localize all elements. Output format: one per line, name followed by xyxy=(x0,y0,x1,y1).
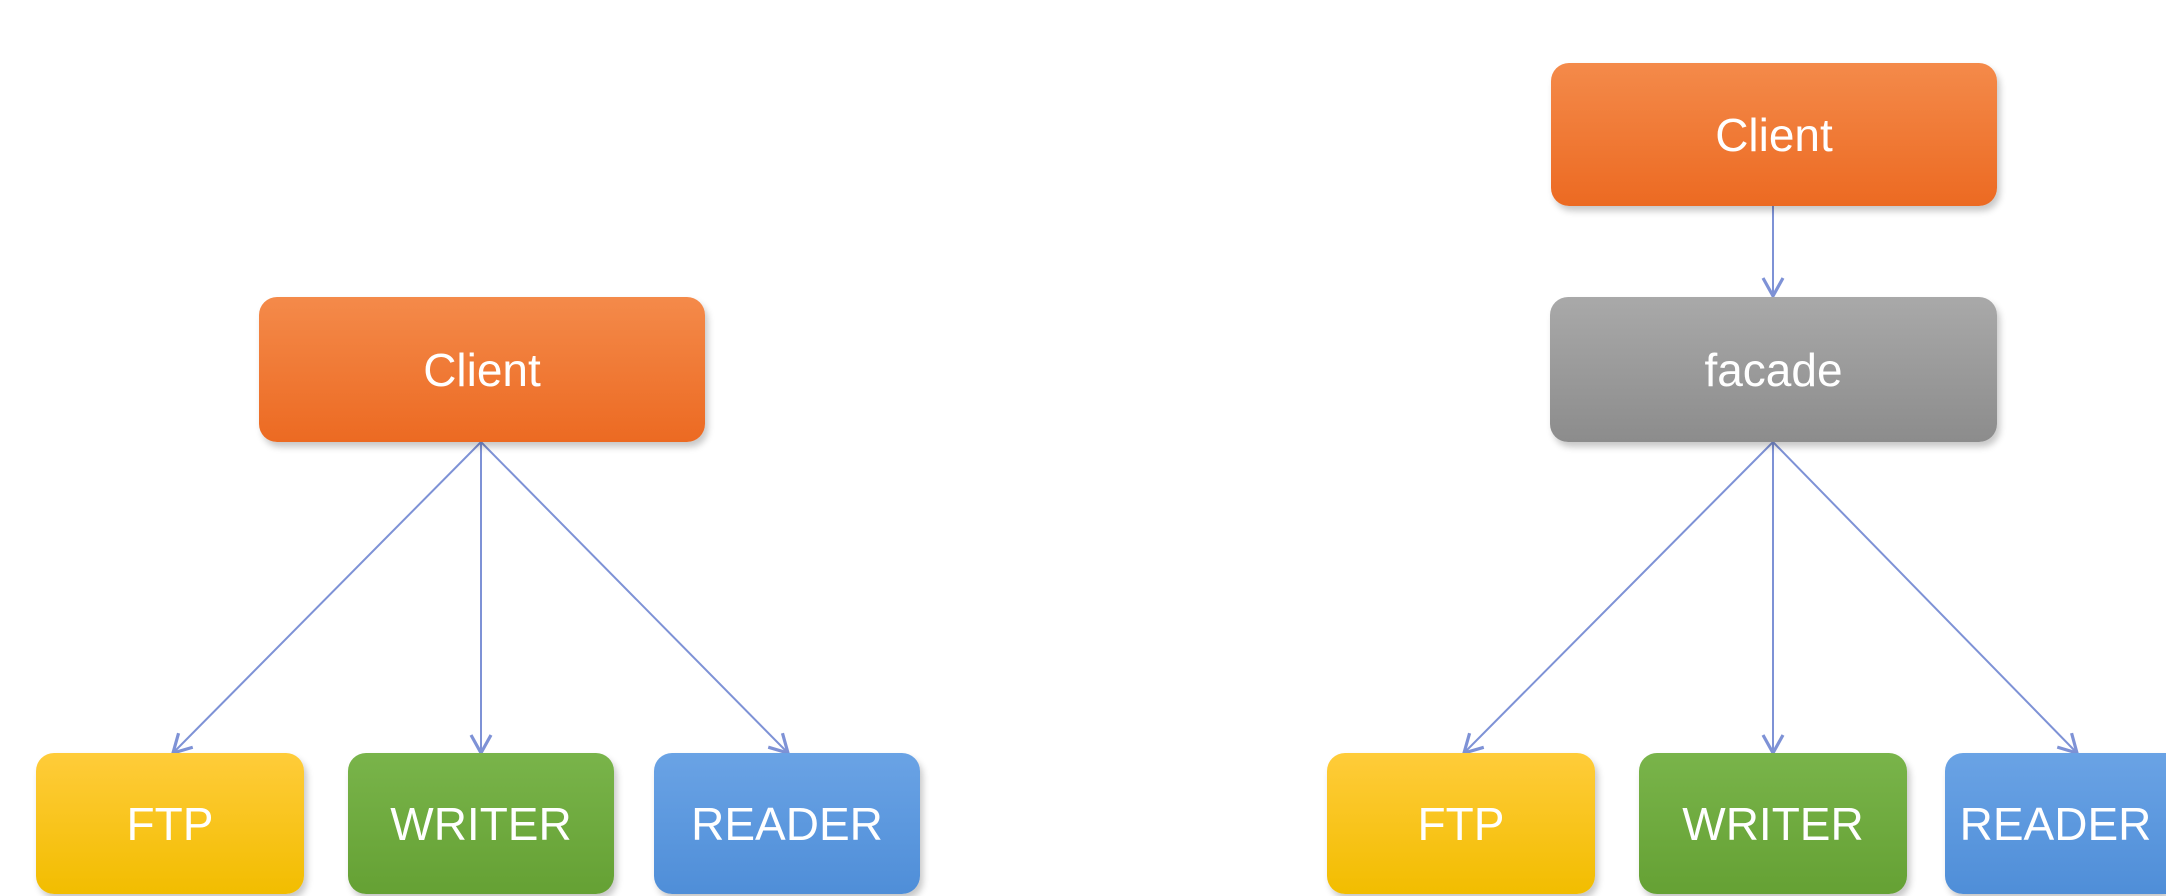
left-ftp-node: FTP xyxy=(36,753,304,894)
right-reader-node: READER xyxy=(1945,753,2166,894)
right-client-label: Client xyxy=(1715,108,1833,161)
left-client-to-reader-arrow xyxy=(480,441,791,756)
left-client-to-ftp-arrow xyxy=(170,441,482,756)
right-writer-label: WRITER xyxy=(1682,797,1864,850)
right-facade-to-ftp-arrow xyxy=(1461,441,1774,756)
right-facade-node: facade xyxy=(1550,297,1997,442)
right-ftp-node: FTP xyxy=(1327,753,1595,894)
right-facade-to-reader-arrow xyxy=(1772,441,2080,756)
left-connectors xyxy=(170,441,791,757)
right-reader-label: READER xyxy=(1959,797,2152,850)
right-client-node: Client xyxy=(1551,63,1997,206)
left-reader-label: READER xyxy=(691,797,883,850)
left-client-label: Client xyxy=(423,343,541,396)
left-reader-node: READER xyxy=(654,753,920,894)
right-connectors xyxy=(1461,206,2080,757)
right-ftp-label: FTP xyxy=(1417,797,1505,850)
right-facade-label: facade xyxy=(1704,343,1843,396)
left-client-node: Client xyxy=(259,297,705,442)
left-writer-node: WRITER xyxy=(348,753,614,894)
left-writer-label: WRITER xyxy=(390,797,572,850)
left-ftp-label: FTP xyxy=(126,797,214,850)
right-writer-node: WRITER xyxy=(1639,753,1907,894)
